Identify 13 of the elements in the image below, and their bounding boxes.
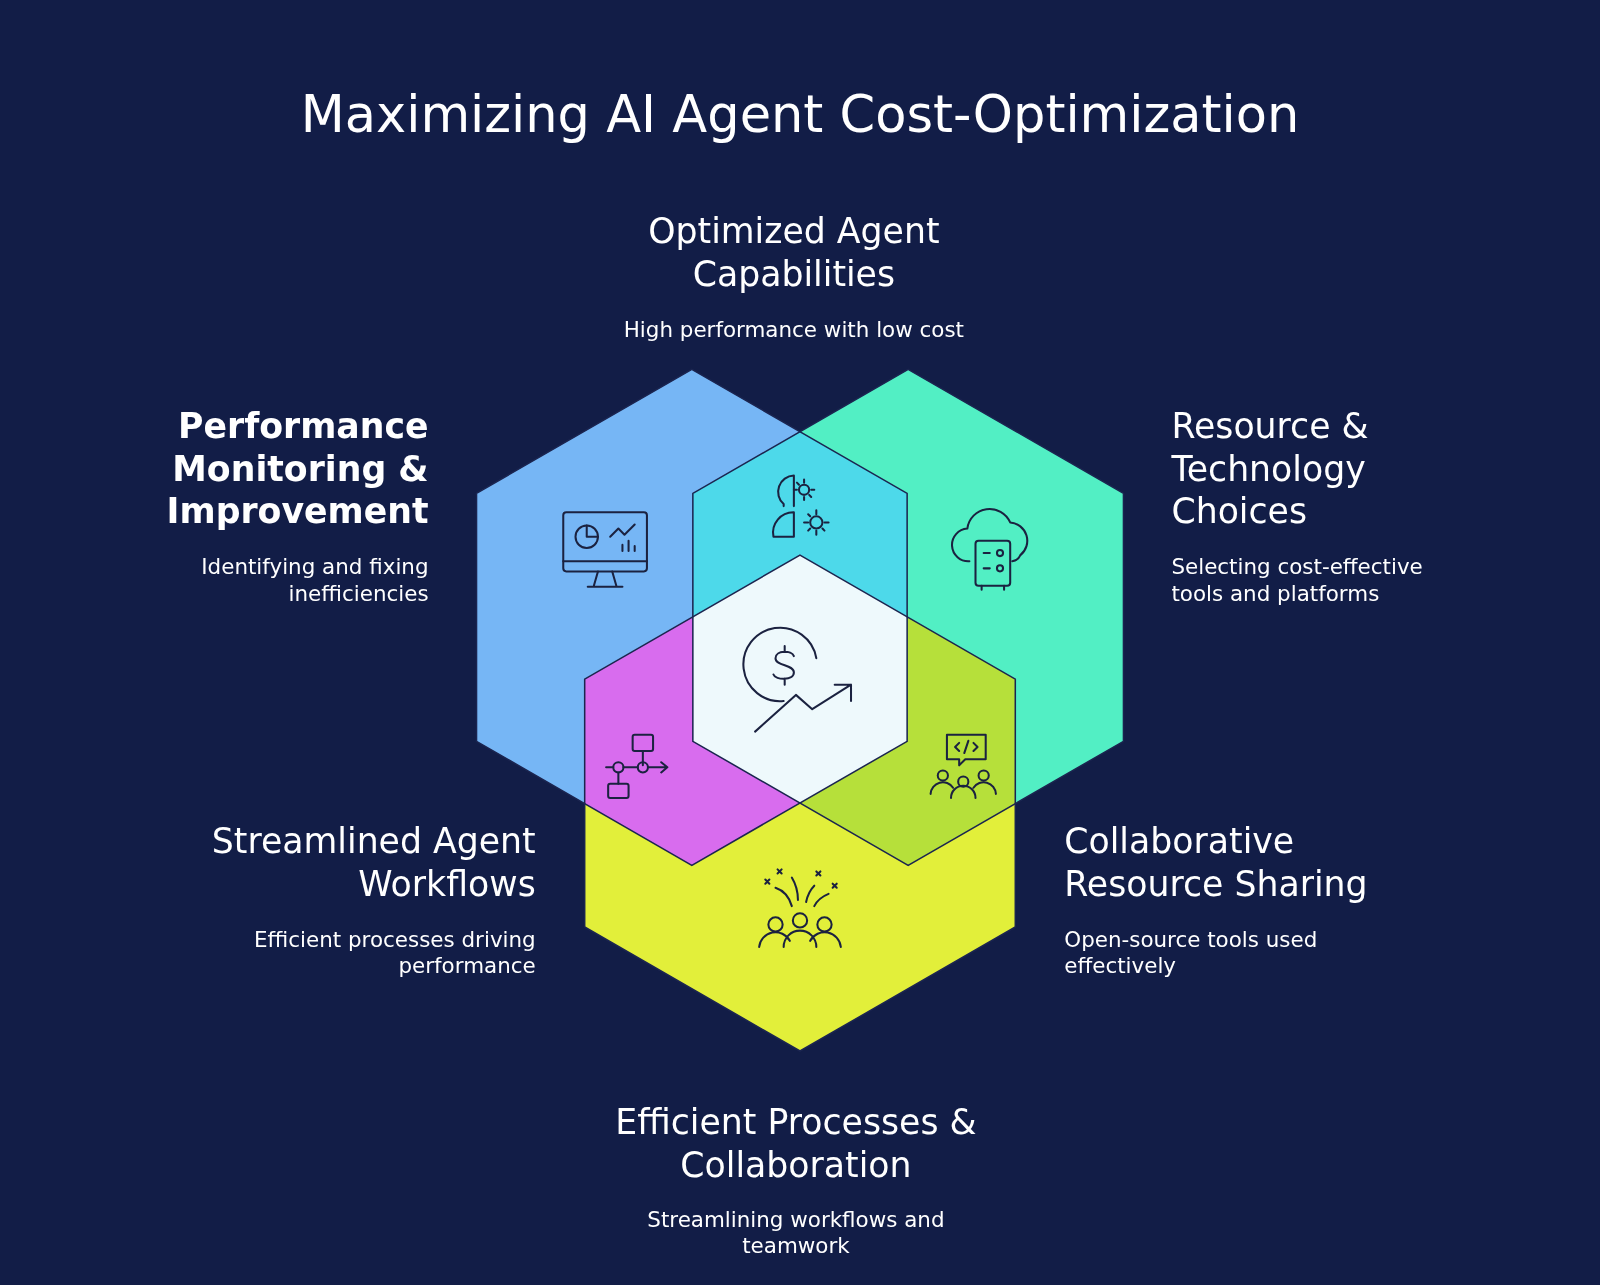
- section-description: Identifying and fixing inefficiencies: [200, 554, 429, 608]
- section-description: Streamlining workflows and teamwork: [646, 1206, 946, 1260]
- section-description: Selecting cost-effective tools and platforms: [1171, 554, 1424, 608]
- section-heading: Resource & Technology Choices: [1171, 404, 1370, 533]
- section-description: Open-source tools used effectively: [1064, 926, 1319, 980]
- title-text: Maximizing AI Agent Cost-Optimization: [299, 83, 1301, 146]
- section-heading: Optimized Agent Capabilities: [647, 209, 941, 295]
- section-heading: Performance Monitoring & Improvement: [165, 404, 429, 533]
- section-description: High performance with low cost: [622, 316, 965, 343]
- section-heading: Efficient Processes & Collaboration: [614, 1100, 978, 1186]
- section-heading: Streamlined Agent Workflows: [210, 819, 536, 906]
- section-heading: Collaborative Resource Sharing: [1064, 819, 1369, 906]
- section-description: Efficient processes driving performance: [253, 926, 536, 980]
